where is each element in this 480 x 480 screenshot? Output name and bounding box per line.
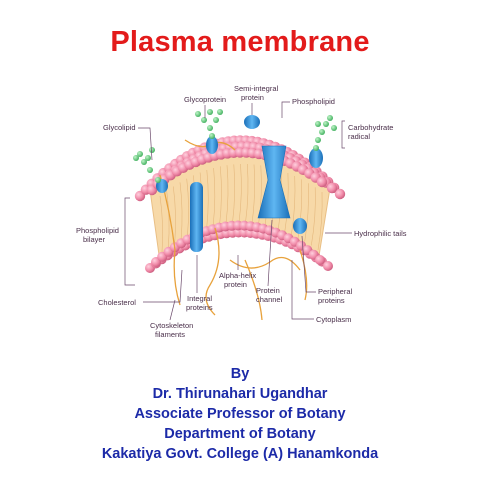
sugar-bead xyxy=(145,155,151,161)
phospholipid-head xyxy=(326,182,338,194)
credits-college: Kakatiya Govt. College (A) Hanamkonda xyxy=(101,446,379,462)
phospholipid-head xyxy=(323,261,333,271)
sugar-bead xyxy=(207,125,213,131)
sugar-bead xyxy=(213,117,219,123)
protein-channel xyxy=(257,145,291,219)
sugar-bead xyxy=(207,109,213,115)
sugar-bead xyxy=(149,147,155,153)
label-carbohydrate-1: Carbohydrate xyxy=(348,123,393,132)
credits-author: Dr. Thirunahari Ugandhar xyxy=(152,386,328,402)
page-title: Plasma membrane xyxy=(110,26,370,58)
label-glycolipid: Glycolipid xyxy=(103,123,136,132)
label-phospholipid: Phospholipid xyxy=(292,97,335,106)
label-peripheral-2: proteins xyxy=(318,296,345,305)
sugar-bead xyxy=(313,145,319,151)
sugar-bead xyxy=(331,125,337,131)
label-semi-integral-1: Semi-integral xyxy=(234,84,279,93)
phospholipid-head xyxy=(334,188,346,200)
semi-integral-protein xyxy=(244,115,260,129)
sugar-bead xyxy=(201,117,207,123)
label-cytoskeleton-2: filaments xyxy=(155,330,185,339)
sugar-bead xyxy=(315,121,321,127)
sugar-bead xyxy=(147,167,153,173)
credits-position: Associate Professor of Botany xyxy=(134,406,346,422)
label-alpha-helix-1: Alpha-helix xyxy=(219,271,256,280)
credits-by: By xyxy=(230,366,250,382)
sugar-bead xyxy=(155,177,161,183)
sugar-bead xyxy=(315,137,321,143)
credits-department: Department of Botany xyxy=(164,426,316,442)
glycoprotein-body xyxy=(206,136,218,154)
sugar-bead xyxy=(323,121,329,127)
label-integral-proteins-2: proteins xyxy=(186,303,213,312)
sugar-bead xyxy=(217,109,223,115)
sugar-bead xyxy=(137,151,143,157)
cytoskeleton-filaments xyxy=(159,139,308,321)
credits-block: By Dr. Thirunahari Ugandhar Associate Pr… xyxy=(0,364,480,464)
peripheral-protein xyxy=(293,218,307,234)
label-cytoskeleton-1: Cytoskeleton xyxy=(150,321,193,330)
carbohydrate-chains xyxy=(133,109,337,183)
phospholipid-head xyxy=(316,176,328,188)
labels: Glycolipid Glycoprotein Semi-integral pr… xyxy=(76,84,407,339)
label-peripheral-1: Peripheral xyxy=(318,287,353,296)
sugar-bead xyxy=(141,159,147,165)
sugar-bead xyxy=(209,133,215,139)
label-bilayer-2: bilayer xyxy=(83,235,106,244)
sugar-bead xyxy=(133,155,139,161)
label-bilayer-1: Phospholipid xyxy=(76,226,119,235)
phospholipid-head xyxy=(315,255,325,265)
sugar-bead xyxy=(195,111,201,117)
integral-protein xyxy=(190,182,203,252)
label-protein-channel-2: channel xyxy=(256,295,283,304)
sugar-bead xyxy=(327,115,333,121)
label-hydrophilic-tails: Hydrophilic tails xyxy=(354,229,407,238)
label-carbohydrate-2: radical xyxy=(348,132,370,141)
label-glycoprotein: Glycoprotein xyxy=(184,95,226,104)
label-integral-proteins-1: Integral xyxy=(187,294,212,303)
label-protein-channel-1: Protein xyxy=(256,286,280,295)
label-cholesterol: Cholesterol xyxy=(98,298,136,307)
carbohydrate-protein xyxy=(309,148,323,168)
label-semi-integral-2: protein xyxy=(241,93,264,102)
sugar-bead xyxy=(319,129,325,135)
label-cytoplasm: Cytoplasm xyxy=(316,315,351,324)
label-alpha-helix-2: protein xyxy=(224,280,247,289)
